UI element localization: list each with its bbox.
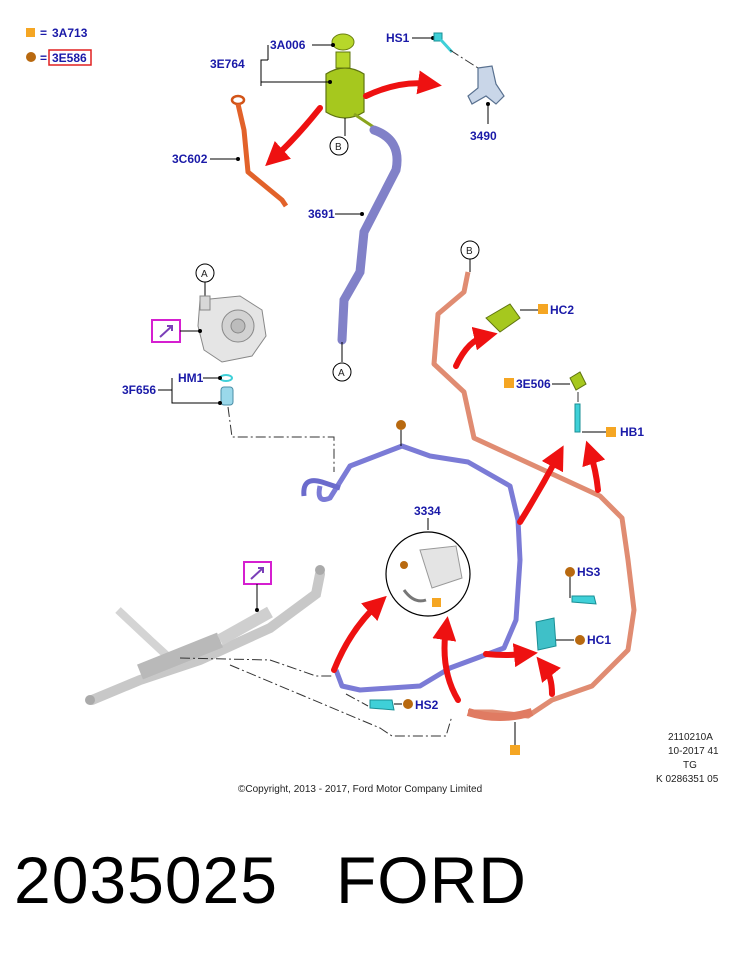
label-3f656: 3F656 <box>122 383 156 397</box>
legend-equals-1: = <box>40 26 47 40</box>
hc1-clip-shape <box>535 617 557 651</box>
supply-hose-shape <box>337 125 402 345</box>
legend: = 3A713 = 3E586 <box>26 26 92 66</box>
legend-circle-icon <box>26 52 36 62</box>
hs3-bolt-shape <box>571 595 597 605</box>
3e506-clip-shape <box>569 371 587 391</box>
dipstick-tube-shape <box>235 103 289 208</box>
pump-highlight-arrow-icon <box>159 325 173 338</box>
ref-b-circle-top <box>329 136 349 156</box>
label-3490: 3490 <box>470 129 497 143</box>
lower-right-fasteners: HS3 HC1 <box>483 565 611 697</box>
label-hs2: HS2 <box>415 698 439 712</box>
footer-code-2: 10-2017 41 <box>668 746 719 757</box>
hs2-bolt-shape <box>369 699 395 711</box>
label-3c602: 3C602 <box>172 152 208 166</box>
label-3334: 3334 <box>414 504 441 518</box>
label-hb1: HB1 <box>620 425 644 439</box>
footer-code-3: TG <box>683 760 697 771</box>
supply-hose: 3691 A <box>308 125 402 382</box>
legend-equals-2: = <box>40 51 47 65</box>
label-3a006: 3A006 <box>270 38 306 52</box>
ref-b-top: B <box>335 142 342 153</box>
drawing-footer: 2110210A 10-2017 41 TG K 0286351 05 ©Cop… <box>238 732 719 795</box>
footer-code-4: K 0286351 05 <box>656 774 719 785</box>
ref-a-pump: A <box>201 269 208 280</box>
reservoir-body-shape <box>325 67 365 119</box>
upper-right-clips: HC2 3E506 HB1 <box>453 303 644 525</box>
label-hc2: HC2 <box>550 303 574 317</box>
steering-rack <box>85 561 453 737</box>
pressure-line-shape <box>431 271 637 719</box>
return-hose <box>301 420 523 693</box>
label-3691: 3691 <box>308 207 335 221</box>
hb1-bolt-shape <box>574 403 581 433</box>
ref-b-right: B <box>466 246 473 257</box>
return-hose-shape <box>316 443 523 693</box>
pump-fitting-shape <box>220 386 234 406</box>
hs2-fastener: HS2 <box>345 693 439 712</box>
hs1-bolt-shape <box>433 32 443 42</box>
footer-code-1: 2110210A <box>668 732 713 743</box>
ref-a-circle-bottom <box>332 362 352 382</box>
legend-circle-part-highlight <box>48 49 92 66</box>
dipstick-tube: 3C602 <box>172 94 323 208</box>
ref-a-bottom: A <box>338 368 345 379</box>
steering-rack-shape <box>87 569 325 705</box>
label-3e506: 3E506 <box>516 377 551 391</box>
reservoir-assembly: B 3A006 3E764 HS1 3490 <box>210 31 505 156</box>
legend-square-icon <box>26 28 35 37</box>
power-steering-pump: A HM1 3F656 <box>122 263 335 472</box>
legend-square-part: 3A713 <box>52 26 88 40</box>
label-hm1: HM1 <box>178 371 204 385</box>
label-3e764: 3E764 <box>210 57 245 71</box>
return-hose-clip-dot <box>396 420 406 430</box>
bracket-shape <box>467 65 505 105</box>
label-hc1: HC1 <box>587 633 611 647</box>
pressure-line: B <box>431 240 637 755</box>
pressure-line-square-marker <box>510 745 520 755</box>
part-number-caption: 2035025 FORD <box>14 843 527 917</box>
detail-3334: 3334 <box>331 504 471 703</box>
legend-circle-part: 3E586 <box>52 51 87 65</box>
reservoir-cap-shape <box>331 33 355 51</box>
reservoir-neck-shape <box>335 51 351 69</box>
footer-copyright: ©Copyright, 2013 - 2017, Ford Motor Comp… <box>238 784 482 795</box>
label-hs1: HS1 <box>386 31 410 45</box>
label-hs3: HS3 <box>577 565 601 579</box>
hc2-clip-shape <box>485 303 521 333</box>
rack-highlight-arrow-icon <box>250 567 264 580</box>
